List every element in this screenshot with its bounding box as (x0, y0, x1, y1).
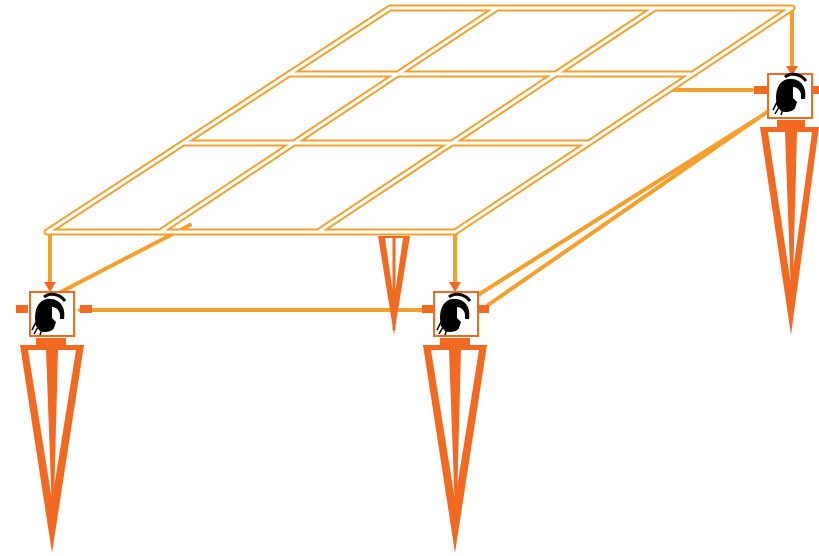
ground-stake-back-right (760, 120, 819, 335)
ground-stake-front-left (20, 338, 84, 553)
canopy-frame (43, 4, 798, 292)
guide-wires (53, 88, 772, 312)
connector-back-right (754, 72, 819, 119)
center-stake (378, 236, 410, 335)
left-diagonal-wire (53, 223, 192, 297)
connector-front-right (422, 291, 489, 337)
connector-front-left (16, 291, 92, 337)
rear-stake-wire (468, 118, 757, 302)
ground-stake-front-right (423, 338, 487, 553)
